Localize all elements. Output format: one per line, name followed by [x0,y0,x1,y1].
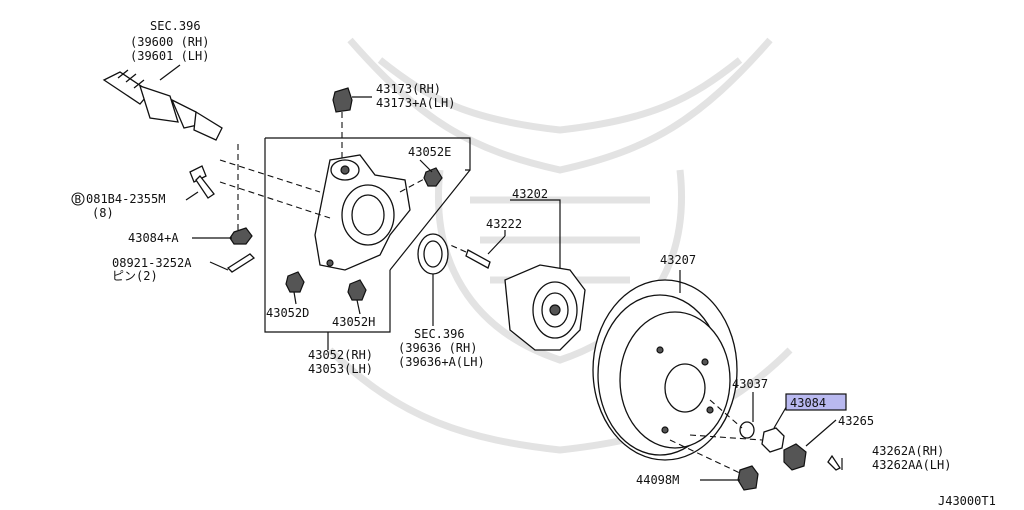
plug-44098m [737,465,759,491]
brake-rotor-43207 [592,279,738,461]
seal-ring-39636 [417,233,449,275]
label-081b4-prefix: B [75,193,82,206]
label-sec396-a: SEC.396 [150,19,201,33]
assembly-lines [219,112,763,475]
cotter-pin-08921 [226,253,256,273]
label-43262aa-lh: 43262AA(LH) [872,458,951,472]
label-081b4: 081B4-2355M [86,192,165,206]
knuckle-box-top [265,137,471,171]
label-43173-rh: 43173(RH) [376,82,441,96]
label-43202: 43202 [512,187,548,201]
bushing-43173 [332,87,353,113]
label-sec396-a-rh: (39600 (RH) [130,35,209,49]
label-43222: 43222 [486,217,522,231]
label-43052-rh: 43052(RH) [308,348,373,362]
steering-knuckle [314,154,411,271]
label-43265: 43265 [838,414,874,428]
label-08921-sub: ピン(2) [112,269,158,283]
part-labels: SEC.396 (39600 (RH) (39601 (LH) 43173(RH… [71,19,996,508]
label-081b4-qty: (8) [92,206,114,220]
label-43052e: 43052E [408,145,451,159]
label-43053-lh: 43053(LH) [308,362,373,376]
bushing-43052d [285,271,305,293]
label-43037: 43037 [732,377,768,391]
leader-lines [159,64,843,481]
hub-bearing-43202 [504,264,586,351]
bushing-43052h [347,279,367,301]
highlight-43084 [785,393,847,411]
cotter-pin-43262a [827,454,841,471]
bolt-prefix-circle [71,192,85,206]
washer-43037 [739,421,755,439]
label-43173-lh: 43173+A(LH) [376,96,455,110]
label-44098m: 44098M [636,473,679,487]
label-sec396-b-lh: (39636+A(LH) [398,355,485,369]
diagram-code: J43000T1 [938,494,996,508]
label-43052h: 43052H [332,315,375,329]
bolt-081b4 [189,165,215,199]
label-43207: 43207 [660,253,696,267]
label-43084[interactable]: 43084 [790,396,826,410]
nut-43084 [761,427,785,453]
label-sec396-b-rh: (39636 (RH) [398,341,477,355]
drive-shaft [102,69,223,141]
nut-43084a [229,227,253,245]
hub-bolt-43222 [465,249,491,269]
castle-nut-43265 [783,443,807,471]
bushing-43052e [423,167,443,187]
knuckle-box-diagonal [389,169,471,271]
label-43052d: 43052D [266,306,309,320]
label-43262a-rh: 43262A(RH) [872,444,944,458]
label-sec396-b: SEC.396 [414,327,465,341]
label-sec396-a-lh: (39601 (LH) [130,49,209,63]
label-08921: 08921-3252A [112,256,192,270]
label-43084a: 43084+A [128,231,179,245]
